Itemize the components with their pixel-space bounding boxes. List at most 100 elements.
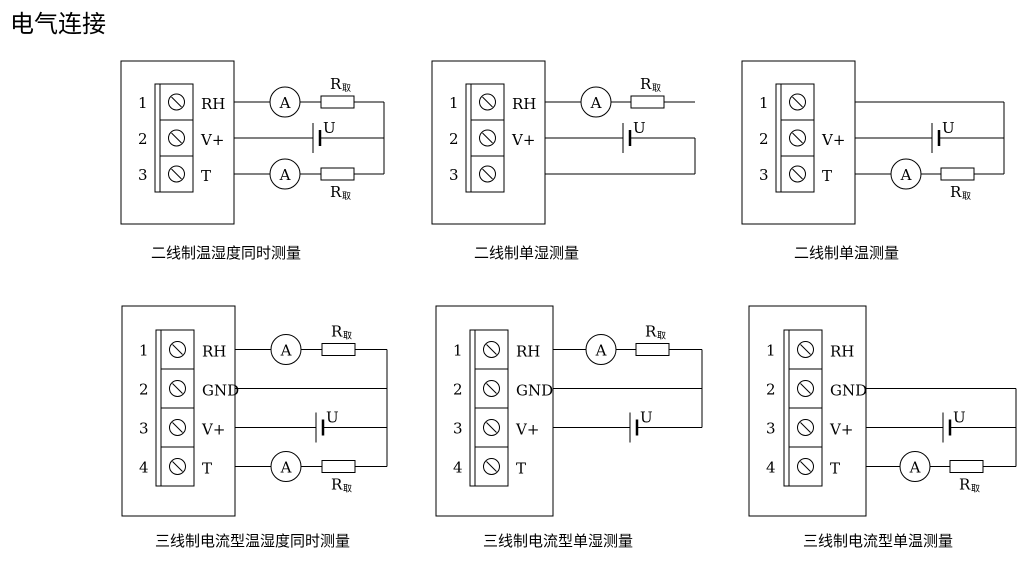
terminal-label: RH bbox=[830, 343, 854, 361]
screw-slot bbox=[172, 461, 183, 472]
ammeter-label: A bbox=[279, 94, 291, 112]
battery-label: U bbox=[953, 409, 966, 427]
resistor-label: R bbox=[959, 476, 971, 494]
ammeter: A bbox=[269, 86, 301, 118]
terminal-number: 3 bbox=[139, 420, 149, 438]
terminal bbox=[474, 368, 509, 409]
screw bbox=[169, 458, 186, 475]
resistor-body bbox=[635, 343, 670, 356]
resistor-body bbox=[940, 167, 975, 181]
screw bbox=[169, 341, 186, 358]
terminal bbox=[160, 446, 195, 487]
ammeter-label: A bbox=[900, 166, 912, 184]
terminal-number: 2 bbox=[139, 381, 149, 399]
terminal bbox=[470, 155, 505, 193]
resistor-label-sub: 取 bbox=[652, 83, 661, 94]
screw bbox=[797, 380, 814, 397]
terminal-number: 1 bbox=[759, 94, 769, 112]
screw bbox=[168, 165, 185, 183]
screw-slot bbox=[172, 344, 183, 355]
terminal-label: V+ bbox=[821, 131, 845, 149]
screw bbox=[483, 380, 500, 397]
resistor-body bbox=[949, 460, 984, 473]
battery-label: U bbox=[633, 119, 646, 137]
screw-slot bbox=[482, 168, 493, 180]
terminal-number: 4 bbox=[453, 459, 463, 477]
screw bbox=[797, 458, 814, 475]
battery-label: U bbox=[640, 409, 653, 427]
terminal-number: 1 bbox=[139, 342, 149, 360]
terminal bbox=[159, 83, 194, 121]
terminal bbox=[788, 329, 823, 370]
terminal-label: T bbox=[201, 167, 211, 185]
terminal bbox=[474, 446, 509, 487]
resistor-label: R bbox=[330, 183, 342, 201]
ammeter: A bbox=[890, 158, 922, 190]
resistor-body bbox=[320, 95, 355, 109]
screw-slot bbox=[171, 168, 182, 180]
ammeter: A bbox=[270, 451, 302, 482]
page-title: 电气连接 bbox=[10, 10, 106, 38]
screw bbox=[483, 341, 500, 358]
terminal-label: GND bbox=[516, 382, 553, 400]
battery: U bbox=[931, 119, 955, 153]
resistor-label: R bbox=[645, 323, 657, 341]
screw-slot bbox=[486, 344, 497, 355]
terminal-label: V+ bbox=[511, 131, 535, 149]
screw bbox=[168, 129, 185, 147]
terminal bbox=[470, 83, 505, 121]
terminal-label: GND bbox=[202, 382, 239, 400]
terminal-label: V+ bbox=[829, 421, 853, 439]
terminal-number: 4 bbox=[139, 459, 149, 477]
screw-slot bbox=[172, 383, 183, 394]
terminal bbox=[788, 446, 823, 487]
resistor-label: R bbox=[331, 323, 343, 341]
terminal-label: V+ bbox=[201, 421, 225, 439]
caption: 三线制电流型单温测量 bbox=[803, 532, 953, 550]
screw bbox=[797, 419, 814, 436]
terminal-cell bbox=[159, 83, 194, 121]
resistor-label: R bbox=[330, 75, 342, 93]
battery: U bbox=[622, 119, 646, 153]
screw bbox=[483, 419, 500, 436]
terminal-cell bbox=[470, 155, 505, 193]
terminal-number: 1 bbox=[449, 94, 459, 112]
caption: 三线制电流型温湿度同时测量 bbox=[155, 532, 350, 550]
screw bbox=[169, 419, 186, 436]
terminal bbox=[780, 155, 815, 193]
resistor-body bbox=[321, 460, 356, 473]
terminal-label: T bbox=[202, 460, 212, 478]
terminal-label: V+ bbox=[515, 421, 539, 439]
resistor-label-sub: 取 bbox=[343, 484, 352, 495]
resistor-body bbox=[321, 343, 356, 356]
ammeter: A bbox=[585, 334, 617, 365]
terminal bbox=[159, 155, 194, 193]
screw bbox=[789, 165, 806, 183]
terminal-label: T bbox=[516, 460, 526, 478]
terminal-label: RH bbox=[516, 343, 540, 361]
terminal-number: 3 bbox=[759, 166, 769, 184]
terminal-label: T bbox=[830, 460, 840, 478]
terminal bbox=[160, 368, 195, 409]
screw-slot bbox=[800, 461, 811, 472]
screw-slot bbox=[482, 132, 493, 144]
terminal-number: 3 bbox=[766, 420, 776, 438]
screw bbox=[479, 165, 496, 183]
screw-slot bbox=[800, 383, 811, 394]
screw bbox=[789, 93, 806, 111]
battery-label: U bbox=[323, 119, 336, 137]
caption: 二线制单湿测量 bbox=[474, 244, 579, 262]
terminal bbox=[780, 119, 815, 157]
battery: U bbox=[942, 409, 966, 443]
terminal bbox=[474, 407, 509, 448]
screw-slot bbox=[486, 461, 497, 472]
screw-slot bbox=[486, 383, 497, 394]
terminal-number: 1 bbox=[138, 94, 148, 112]
ammeter: A bbox=[899, 451, 931, 482]
